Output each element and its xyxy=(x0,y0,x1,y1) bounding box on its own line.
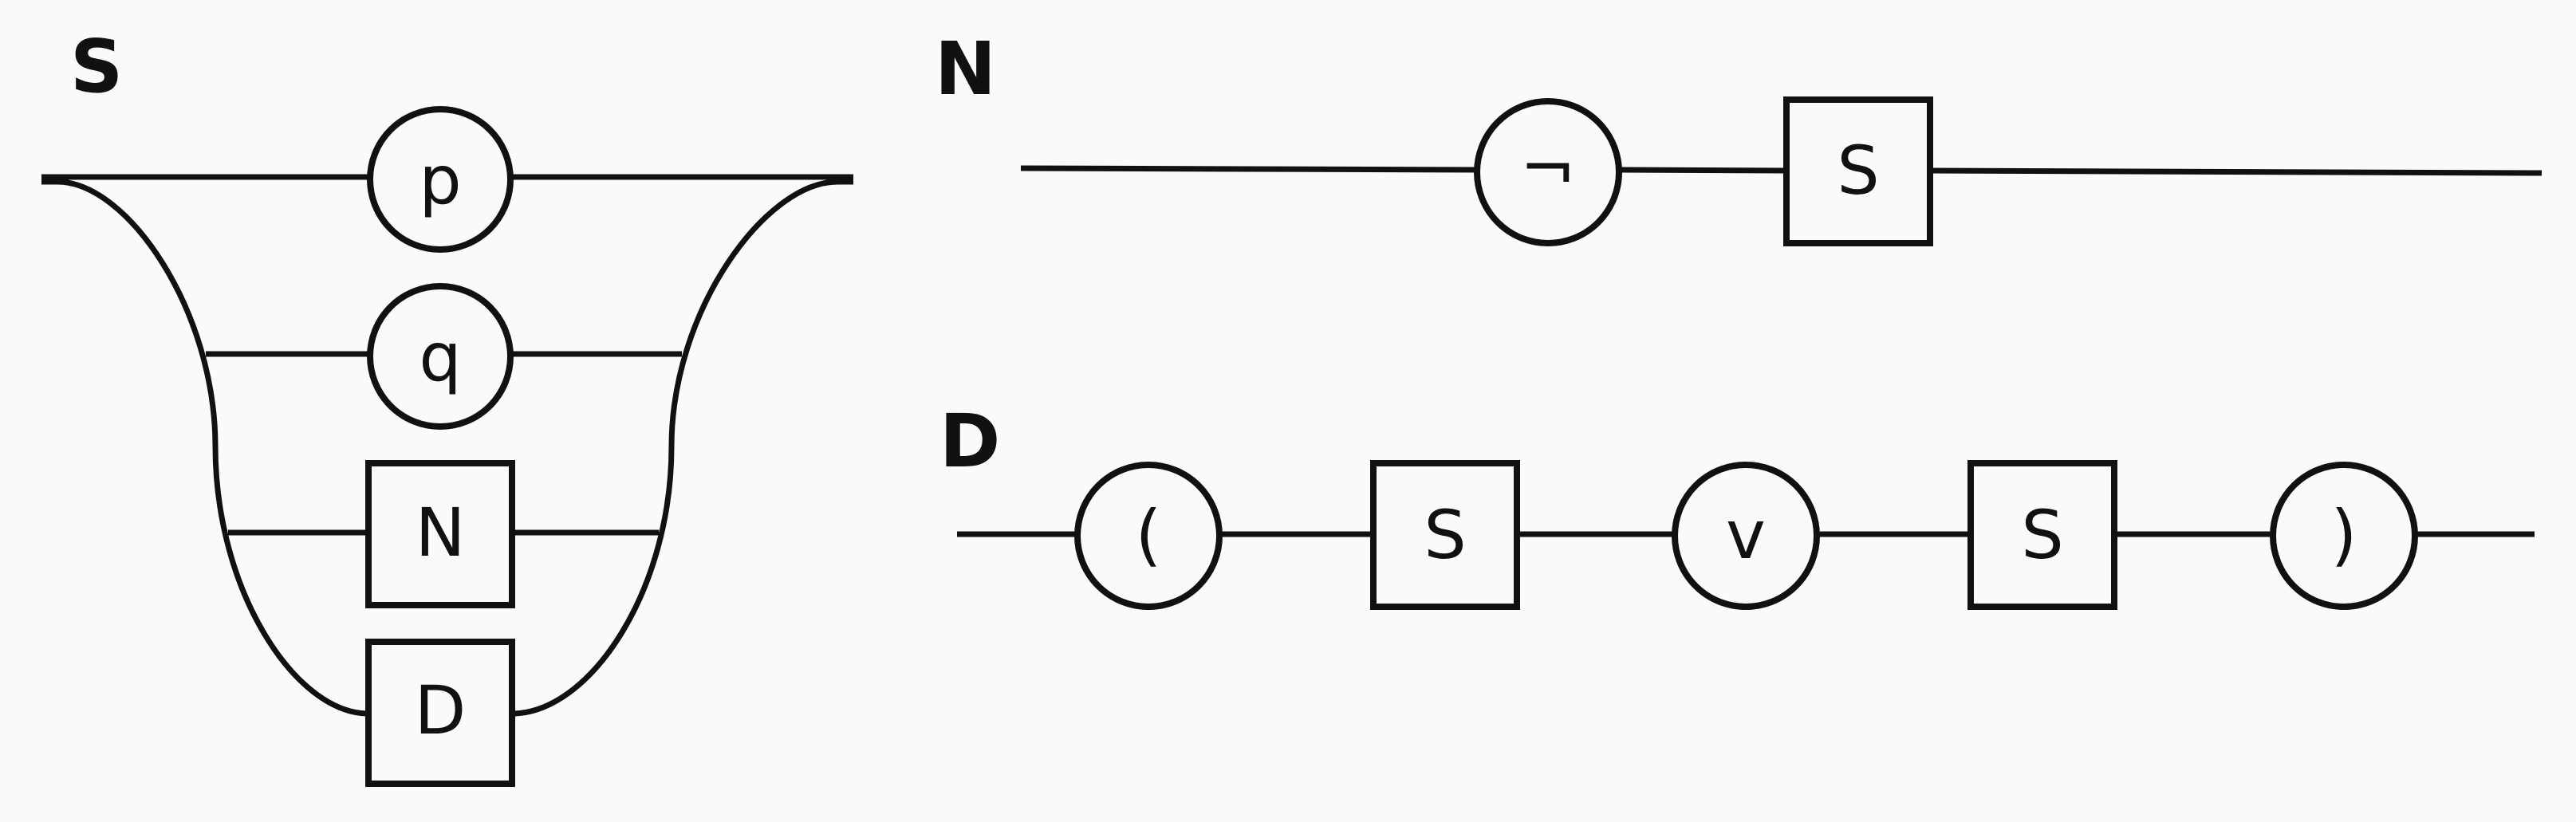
n-node-not: ¬ xyxy=(1474,98,1622,246)
diagram-n: N ¬ S xyxy=(935,26,2543,246)
n-node-not-label: ¬ xyxy=(1520,129,1576,207)
s-right-fork-outer xyxy=(511,179,853,717)
s-node-d: D xyxy=(365,639,515,787)
d-node-open-paren: ( xyxy=(1074,462,1223,610)
d-node-s1: S xyxy=(1370,460,1520,610)
s-node-p: p xyxy=(367,106,514,253)
d-node-s2: S xyxy=(1967,460,2117,610)
d-node-s1-label: S xyxy=(1424,496,1466,574)
d-node-close-paren-label: ) xyxy=(2331,496,2357,574)
n-line-1 xyxy=(1020,165,1477,173)
d-node-or-label: v xyxy=(1726,496,1766,574)
d-node-or: v xyxy=(1672,462,1820,610)
s-node-n-label: N xyxy=(416,494,466,572)
s-node-p-label: p xyxy=(419,141,461,219)
n-line-3 xyxy=(1929,167,2543,176)
s-node-n: N xyxy=(365,460,515,608)
diagram-n-title: N xyxy=(935,26,996,112)
s-node-q-label: q xyxy=(419,318,461,396)
s-node-d-label: D xyxy=(415,671,467,749)
diagram-s-title: S xyxy=(70,24,123,109)
d-node-s2-label: S xyxy=(2021,496,2063,574)
s-left-fork-outer xyxy=(41,179,369,717)
n-node-s: S xyxy=(1783,96,1933,246)
d-node-close-paren: ) xyxy=(2270,462,2418,610)
n-node-s-label: S xyxy=(1837,132,1879,210)
diagram-s: S p q N D xyxy=(41,24,853,787)
s-node-q: q xyxy=(367,283,514,430)
diagram-d-title: D xyxy=(939,399,1000,484)
d-node-open-paren-label: ( xyxy=(1136,496,1162,574)
n-line-2 xyxy=(1619,167,1787,174)
diagram-d: D ( S v S ) xyxy=(939,399,2535,610)
